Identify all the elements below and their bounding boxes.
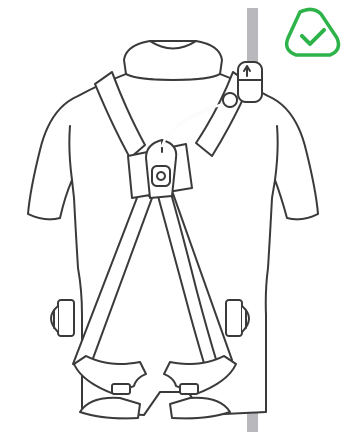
side-d-ring-left	[51, 300, 74, 336]
rope-grab	[238, 62, 262, 102]
check-badge-icon	[287, 9, 339, 55]
